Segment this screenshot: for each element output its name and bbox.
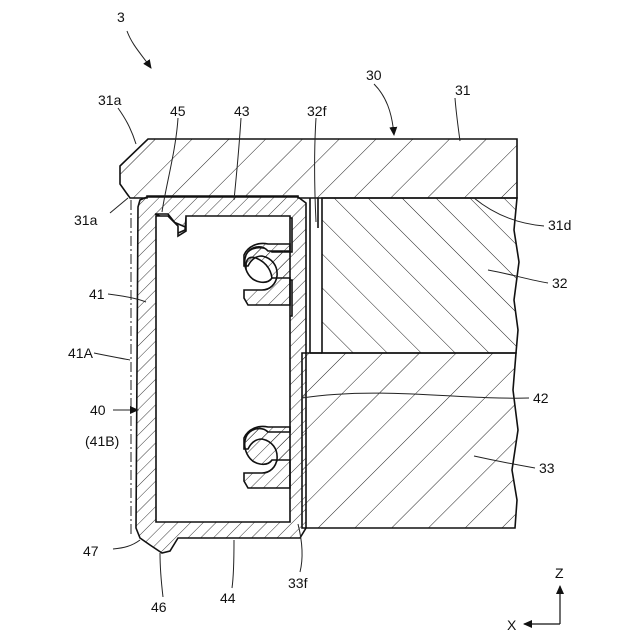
axis-label-x: X xyxy=(507,617,517,633)
label-31d: 31d xyxy=(548,217,571,233)
label-33f: 33f xyxy=(288,575,308,591)
label-41: 41 xyxy=(89,286,105,302)
label-31a-bottom: 31a xyxy=(74,212,98,228)
label-44: 44 xyxy=(220,590,236,606)
block-member-32 xyxy=(310,198,519,353)
label-fig-3: 3 xyxy=(117,9,125,25)
label-46: 46 xyxy=(151,599,167,615)
label-45: 45 xyxy=(170,103,186,119)
axis-label-z: Z xyxy=(555,565,564,581)
label-47: 47 xyxy=(83,543,99,559)
label-42: 42 xyxy=(533,390,549,406)
label-43: 43 xyxy=(234,103,250,119)
label-32: 32 xyxy=(552,275,568,291)
label-30: 30 xyxy=(366,67,382,83)
label-31a-top: 31a xyxy=(98,92,122,108)
label-32f: 32f xyxy=(307,103,327,119)
label-41B: (41B) xyxy=(85,433,119,449)
label-41A: 41A xyxy=(68,345,94,361)
label-33: 33 xyxy=(539,460,555,476)
top-member-31 xyxy=(120,139,517,198)
label-40: 40 xyxy=(90,402,106,418)
block-member-33 xyxy=(302,353,518,528)
axis-indicator xyxy=(524,586,560,624)
label-31: 31 xyxy=(455,82,471,98)
